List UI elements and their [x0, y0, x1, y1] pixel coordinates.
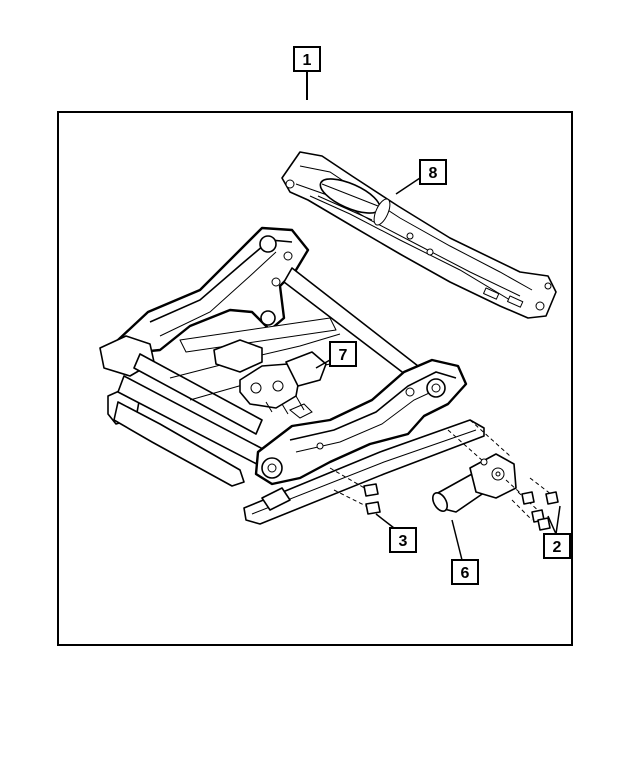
- callout-3[interactable]: 3: [389, 527, 417, 553]
- callout-7[interactable]: 6: [451, 559, 479, 585]
- leader-3: [375, 513, 395, 529]
- callout-1-label: 1: [303, 52, 312, 69]
- part-8-upper-drive-track: [281, 151, 557, 319]
- callout-8[interactable]: 8: [419, 159, 447, 185]
- callout-7-label: 6: [461, 565, 470, 582]
- part-6-center-motor: [213, 339, 327, 419]
- callout-6-label: 7: [339, 347, 348, 364]
- callout-3-label: 3: [399, 533, 408, 550]
- leader-6: [315, 359, 331, 369]
- seat-frame: [99, 226, 485, 525]
- part-7-right-motor: [431, 419, 517, 513]
- callout-1[interactable]: 1: [293, 46, 321, 72]
- assembly-frame: [57, 111, 573, 646]
- part-2-screws: [505, 477, 559, 531]
- callout-6[interactable]: 7: [329, 341, 357, 367]
- callout-2-label: 2: [553, 539, 562, 556]
- leader-7: [451, 519, 463, 561]
- callout-8-label: 8: [429, 165, 438, 182]
- leader-2: [547, 505, 561, 535]
- part-3-screws: [329, 467, 381, 515]
- callout-2[interactable]: 2: [543, 533, 571, 559]
- leader-8: [395, 177, 421, 195]
